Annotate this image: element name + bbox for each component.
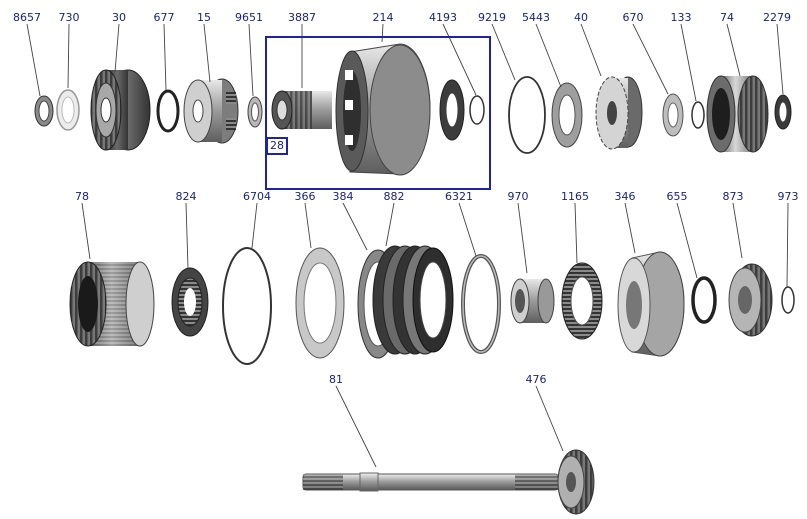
callout-384[interactable]: 384 (332, 190, 354, 203)
callout-214[interactable]: 214 (372, 11, 394, 24)
part-15-planet-carrier[interactable] (183, 78, 239, 144)
callout-28-boxed[interactable]: 28 (266, 137, 288, 155)
callout-40[interactable]: 40 (574, 11, 588, 24)
callout-15[interactable]: 15 (197, 11, 211, 24)
callout-74[interactable]: 74 (720, 11, 734, 24)
callout-81[interactable]: 81 (329, 373, 343, 386)
part-670-thrust-washer[interactable] (662, 93, 684, 137)
part-81-output-shaft[interactable] (302, 472, 559, 492)
callout-677[interactable]: 677 (153, 11, 175, 24)
part-366-apply-plate[interactable] (295, 247, 345, 359)
leader-lines (26, 23, 789, 468)
part-882-clutch-pack[interactable] (372, 245, 454, 355)
callout-730[interactable]: 730 (58, 11, 80, 24)
part-9651-thrust-washer[interactable] (247, 96, 263, 128)
callout-346[interactable]: 346 (614, 190, 636, 203)
part-74-ring-gear[interactable] (706, 75, 769, 153)
callout-655[interactable]: 655 (666, 190, 688, 203)
callout-882[interactable]: 882 (383, 190, 405, 203)
callout-970[interactable]: 970 (507, 190, 529, 203)
part-973-snap-ring[interactable] (781, 286, 795, 314)
callout-670[interactable]: 670 (622, 11, 644, 24)
callout-1165[interactable]: 1165 (561, 190, 589, 203)
callout-4193[interactable]: 4193 (429, 11, 457, 24)
callout-6704[interactable]: 6704 (243, 190, 271, 203)
part-4193-snap-ring[interactable] (469, 95, 485, 125)
part-9219-snap-ring[interactable] (508, 76, 546, 154)
part-214-reaction-drum[interactable] (335, 43, 431, 176)
callout-973[interactable]: 973 (777, 190, 799, 203)
part-8657-thrust-washer[interactable] (34, 95, 54, 127)
part-346-clutch-housing[interactable] (617, 251, 685, 357)
callout-2279[interactable]: 2279 (763, 11, 791, 24)
callout-3887[interactable]: 3887 (288, 11, 316, 24)
callout-476[interactable]: 476 (525, 373, 547, 386)
part-40-planet-carrier[interactable] (595, 76, 643, 150)
part-824-roller-clutch[interactable] (171, 267, 209, 337)
callout-366[interactable]: 366 (294, 190, 316, 203)
callout-133[interactable]: 133 (670, 11, 692, 24)
part-4193-clutch-plate[interactable] (439, 79, 465, 141)
part-476-output-gear[interactable] (557, 449, 595, 515)
part-3887-sun-gear[interactable] (271, 90, 332, 130)
part-78-clutch-hub[interactable] (69, 261, 155, 347)
callout-8657[interactable]: 8657 (13, 11, 41, 24)
part-677-snap-ring[interactable] (156, 89, 180, 133)
part-6321-wave-plate[interactable] (461, 254, 501, 354)
part-5443-thrust-plate[interactable] (551, 82, 583, 148)
part-2279-thrust-bearing[interactable] (774, 94, 792, 130)
callout-9651[interactable]: 9651 (235, 11, 263, 24)
part-970-bushing[interactable] (510, 278, 555, 324)
part-133-snap-ring[interactable] (691, 101, 705, 129)
callout-824[interactable]: 824 (175, 190, 197, 203)
callout-9219[interactable]: 9219 (478, 11, 506, 24)
callout-6321[interactable]: 6321 (445, 190, 473, 203)
callout-78[interactable]: 78 (75, 190, 89, 203)
part-655-seal-ring[interactable] (691, 276, 717, 324)
part-1165-roller-bearing[interactable] (561, 262, 603, 340)
sub-assembly-box (265, 36, 491, 190)
part-30-ring-gear-drum[interactable] (90, 69, 151, 151)
callout-30[interactable]: 30 (112, 11, 126, 24)
callout-873[interactable]: 873 (722, 190, 744, 203)
part-873-sun-gear[interactable] (728, 263, 773, 337)
part-6704-snap-ring[interactable] (222, 247, 272, 365)
part-730-thrust-washer[interactable] (56, 89, 80, 131)
callout-5443[interactable]: 5443 (522, 11, 550, 24)
